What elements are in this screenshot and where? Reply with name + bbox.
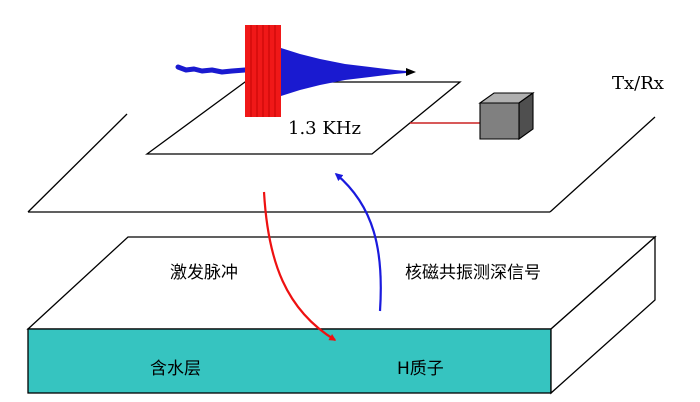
pre-pulse-trace xyxy=(175,64,248,75)
transceiver-label: Tx/Rx xyxy=(612,73,664,94)
ground-plane-left-edge xyxy=(27,113,128,213)
excitation-pulse-icon xyxy=(245,25,281,117)
excitation-pulse-label: 激发脉冲 xyxy=(170,263,238,283)
transceiver-box-front xyxy=(479,102,520,140)
frequency-label: 1.3 KHz xyxy=(288,118,361,139)
transceiver-box-icon xyxy=(478,91,535,141)
fid-time-axis-arrow xyxy=(406,68,416,76)
surface-loop xyxy=(145,81,462,155)
excitation-arrow xyxy=(262,191,337,341)
ground-plane-right-edge xyxy=(549,116,656,213)
aquifer-front-face xyxy=(27,328,552,394)
nmr-signal-arrow xyxy=(334,172,382,312)
aquifer-top-face xyxy=(26,236,657,330)
aquifer-label: 含水层 xyxy=(150,359,201,379)
fid-decay-signal-icon xyxy=(281,48,406,96)
aquifer-side-face xyxy=(550,235,656,395)
nmr-signal-label: 核磁共振测深信号 xyxy=(405,263,541,283)
ground-surface-plane xyxy=(27,113,656,213)
aquifer-slab xyxy=(26,235,657,395)
h-proton-label: H质子 xyxy=(397,359,444,379)
